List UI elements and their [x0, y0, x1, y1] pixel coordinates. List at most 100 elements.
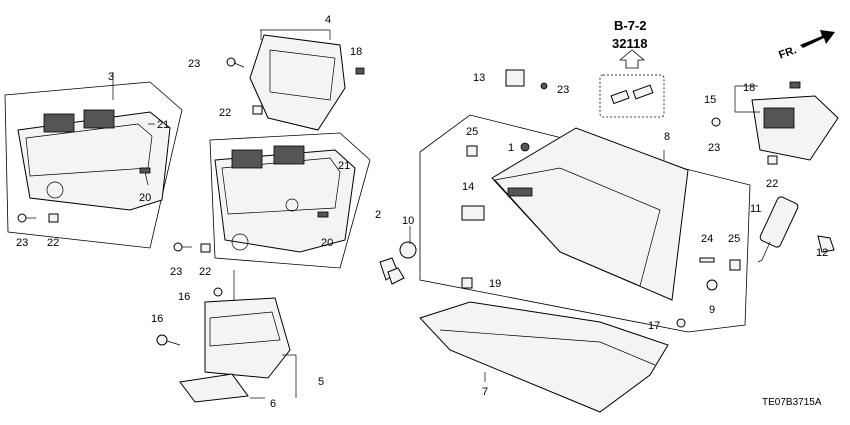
screw-icon — [17, 213, 36, 223]
lock-cylinder[interactable] — [399, 241, 417, 259]
group-11 — [757, 196, 835, 263]
screw-icon — [676, 318, 686, 328]
ref-page-label[interactable]: B-7-2 — [614, 18, 647, 33]
callout-6[interactable]: 6 — [270, 398, 276, 410]
callout-20-left[interactable]: 20 — [139, 192, 151, 204]
vent-grille-left — [43, 109, 115, 133]
clip-icon — [48, 213, 59, 223]
group-2 — [173, 132, 371, 269]
callout-19[interactable]: 19 — [489, 278, 501, 290]
callout-2[interactable]: 2 — [375, 209, 381, 221]
group-5 — [156, 270, 297, 403]
group-3-outline — [4, 81, 183, 249]
clip-icon — [252, 105, 263, 115]
callout-9[interactable]: 9 — [709, 304, 715, 316]
glove-box-damper[interactable] — [759, 196, 799, 249]
display-housing[interactable] — [249, 34, 346, 131]
pocket-mat[interactable] — [179, 373, 249, 403]
center-panel-right-face — [221, 157, 341, 215]
callout-23-top[interactable]: 23 — [188, 58, 200, 70]
front-arrow-icon — [800, 30, 835, 48]
callout-24[interactable]: 24 — [701, 233, 713, 245]
group-4 — [226, 29, 365, 131]
side-vent-grille — [763, 107, 795, 129]
reference-block: B-7-2 32118 — [599, 18, 665, 118]
center-panel-left[interactable] — [17, 111, 171, 211]
callout-22-right[interactable]: 22 — [766, 178, 778, 190]
pocket-housing[interactable] — [204, 297, 291, 379]
callout-23-right[interactable]: 23 — [708, 142, 720, 154]
callout-13[interactable]: 13 — [473, 72, 485, 84]
clip-icon — [355, 67, 365, 75]
callout-23-hook[interactable]: 23 — [557, 84, 569, 96]
small-clip-icon — [139, 167, 151, 174]
callout-25-left[interactable]: 25 — [466, 126, 478, 138]
knob-left — [46, 181, 64, 199]
lower-frame[interactable] — [419, 301, 669, 413]
vent-grille-right — [231, 145, 305, 169]
damper-clip[interactable] — [817, 235, 835, 253]
screw-icon — [520, 142, 530, 152]
damper-rod — [699, 257, 715, 263]
hook-bracket[interactable] — [505, 69, 525, 87]
callout-21-left[interactable]: 21 — [157, 119, 169, 131]
front-direction-label: FR. — [777, 44, 798, 61]
callout-1[interactable]: 1 — [508, 142, 514, 154]
group-8-outline — [419, 114, 751, 333]
callout-10[interactable]: 10 — [402, 215, 414, 227]
callout-14[interactable]: 14 — [462, 181, 474, 193]
center-panel-right[interactable] — [214, 149, 356, 253]
callout-20-right[interactable]: 20 — [321, 237, 333, 249]
bolt-icon — [706, 279, 718, 291]
callout-22-left[interactable]: 22 — [47, 237, 59, 249]
callout-18-right[interactable]: 18 — [743, 82, 755, 94]
knob-small — [285, 198, 299, 212]
callout-4[interactable]: 4 — [325, 14, 331, 26]
group-7 — [419, 301, 669, 413]
ref-group-label[interactable]: 32118 — [612, 36, 647, 51]
callout-23-left[interactable]: 23 — [16, 237, 28, 249]
callout-16-bottom[interactable]: 16 — [151, 313, 163, 325]
screw-icon — [711, 117, 721, 127]
callout-12[interactable]: 12 — [816, 247, 828, 259]
callout-16-top[interactable]: 16 — [178, 291, 190, 303]
screw-icon — [156, 287, 223, 346]
reference-inset-box — [599, 74, 665, 118]
small-clip-icon — [317, 211, 329, 218]
glove-box-latch — [507, 187, 533, 197]
callout-25-right[interactable]: 25 — [728, 233, 740, 245]
diagram-code: TE07B3715A — [762, 397, 822, 408]
callout-18-left[interactable]: 18 — [350, 46, 362, 58]
latch-bracket[interactable] — [461, 205, 485, 221]
callout-15[interactable]: 15 — [704, 94, 716, 106]
screw-icon — [173, 242, 192, 252]
group-8 — [419, 114, 751, 333]
front-direction: FR. — [777, 30, 835, 62]
display-housing-face — [269, 49, 336, 101]
callout-8[interactable]: 8 — [664, 131, 670, 143]
callout-22-center[interactable]: 22 — [199, 266, 211, 278]
center-panel-left-face — [25, 123, 153, 177]
callout-11[interactable]: 11 — [750, 203, 761, 215]
callout-5[interactable]: 5 — [318, 376, 324, 388]
callout-7[interactable]: 7 — [482, 386, 488, 398]
screw-icon — [226, 57, 245, 68]
group-3 — [4, 72, 183, 249]
connector-icon — [610, 84, 654, 105]
clip-icon — [767, 155, 778, 165]
group-15 — [711, 81, 839, 165]
callout-23-center[interactable]: 23 — [170, 266, 182, 278]
callout-21-right[interactable]: 21 — [338, 160, 350, 172]
hook-part — [505, 69, 548, 90]
callout-3[interactable]: 3 — [108, 71, 114, 83]
glove-box-door — [494, 167, 661, 287]
key-icon — [387, 267, 405, 285]
callout-17[interactable]: 17 — [648, 320, 660, 332]
clip-icon — [200, 243, 211, 253]
clip-icon — [789, 81, 801, 89]
callout-22-top[interactable]: 22 — [219, 107, 231, 119]
up-arrow-icon — [618, 49, 646, 69]
stopper-icon — [466, 145, 478, 157]
clip-icon — [461, 277, 473, 289]
